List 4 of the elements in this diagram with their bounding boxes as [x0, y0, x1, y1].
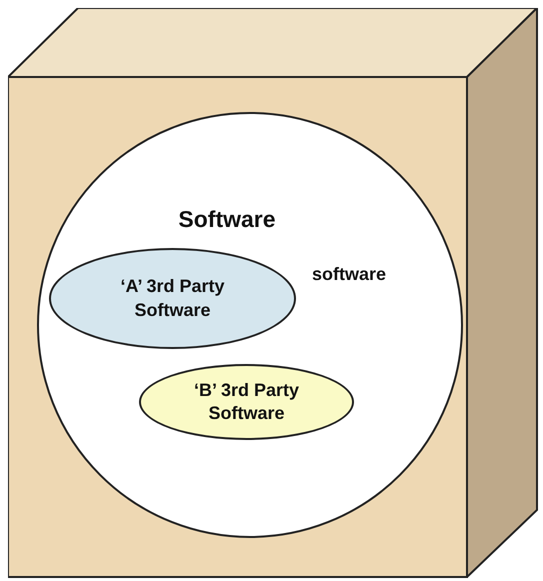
ellipse-label: ‘A’ 3rd Party Software	[119, 275, 226, 322]
ellipse-label: ‘B’ 3rd Party Software	[192, 378, 300, 425]
heading: Software	[177, 206, 277, 233]
label-text: software	[310, 264, 388, 285]
